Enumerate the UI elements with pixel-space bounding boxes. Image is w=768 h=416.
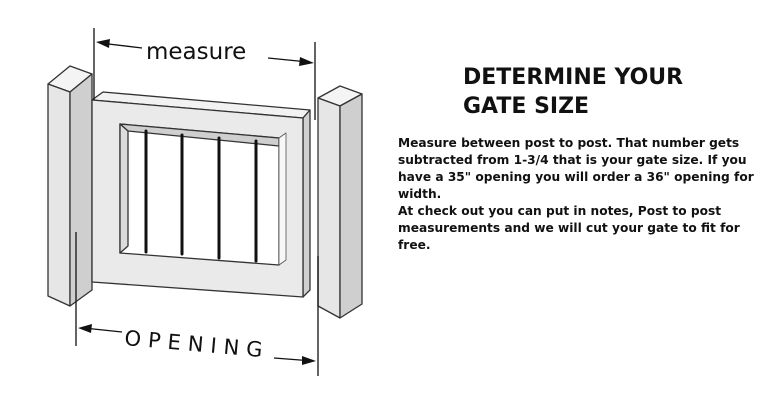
measure-dimension (93, 28, 316, 120)
gate-frame (91, 91, 311, 298)
gate-pickets (144, 129, 258, 263)
opening-dimension (75, 232, 319, 376)
instructions-paragraph-2: At check out you can put in notes, Post … (398, 204, 740, 252)
measure-label: measure (146, 39, 246, 65)
instructions-paragraph-1: Measure between post to post. That numbe… (398, 136, 754, 201)
page-title: DETERMINE YOUR GATE SIZE (463, 63, 743, 121)
left-post (47, 65, 93, 307)
opening-label: OPENING (124, 326, 271, 363)
right-post (317, 85, 363, 319)
gate-diagram: measure OPENING (47, 28, 363, 376)
title-line-1: DETERMINE YOUR (463, 65, 684, 90)
instructions: Measure between post to post. That numbe… (398, 135, 758, 254)
title-line-2: GATE SIZE (463, 94, 590, 119)
